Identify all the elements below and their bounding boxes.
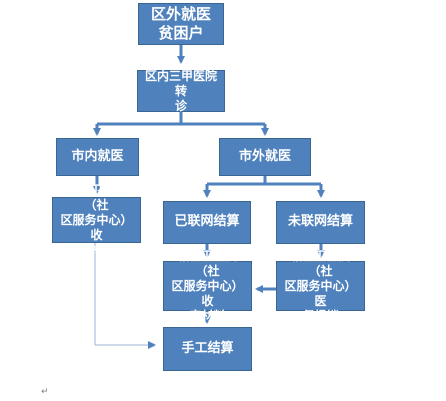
node-in-city-label: 市内就医 [71,148,124,164]
node-clinic-collect-left: 辖区卫生院（社 区服务中心）收 齐材料 [52,183,141,257]
node-clinic-medical-insurance: 辖区卫生院（社 区服务中心）医 保报销 [276,249,365,323]
node-referral: 区内三甲医院转 诊 [137,68,225,113]
node-networked: 已联网结算 [163,201,251,244]
node-manual-settlement-label: 手工结算 [181,340,234,356]
paragraph-mark: ↵ [41,387,49,397]
node-out-city-label: 市外就医 [238,148,291,164]
node-not-networked: 未联网结算 [276,201,365,244]
node-in-city: 市内就医 [56,138,139,176]
node-not-networked-label: 未联网结算 [287,214,353,230]
node-clinic-collect-left-label: 辖区卫生院（社 区服务中心）收 齐材料 [60,182,133,257]
node-referral-label: 区内三甲医院转 诊 [144,68,217,113]
node-clinic-medical-insurance-label: 辖区卫生院（社 区服务中心）医 保报销 [284,248,357,323]
node-networked-label: 已联网结算 [174,214,240,230]
node-poor-household-label: 区外就医 贫困户 [150,5,211,42]
node-manual-settlement: 手工结算 [163,327,252,371]
node-clinic-collect-mid-label: 辖区卫生院（社 区服务中心）收 齐材料 [171,248,244,323]
node-clinic-collect-mid: 辖区卫生院（社 区服务中心）收 齐材料 [163,249,252,323]
node-poor-household: 区外就医 贫困户 [138,3,224,45]
node-out-city: 市外就医 [219,138,311,176]
